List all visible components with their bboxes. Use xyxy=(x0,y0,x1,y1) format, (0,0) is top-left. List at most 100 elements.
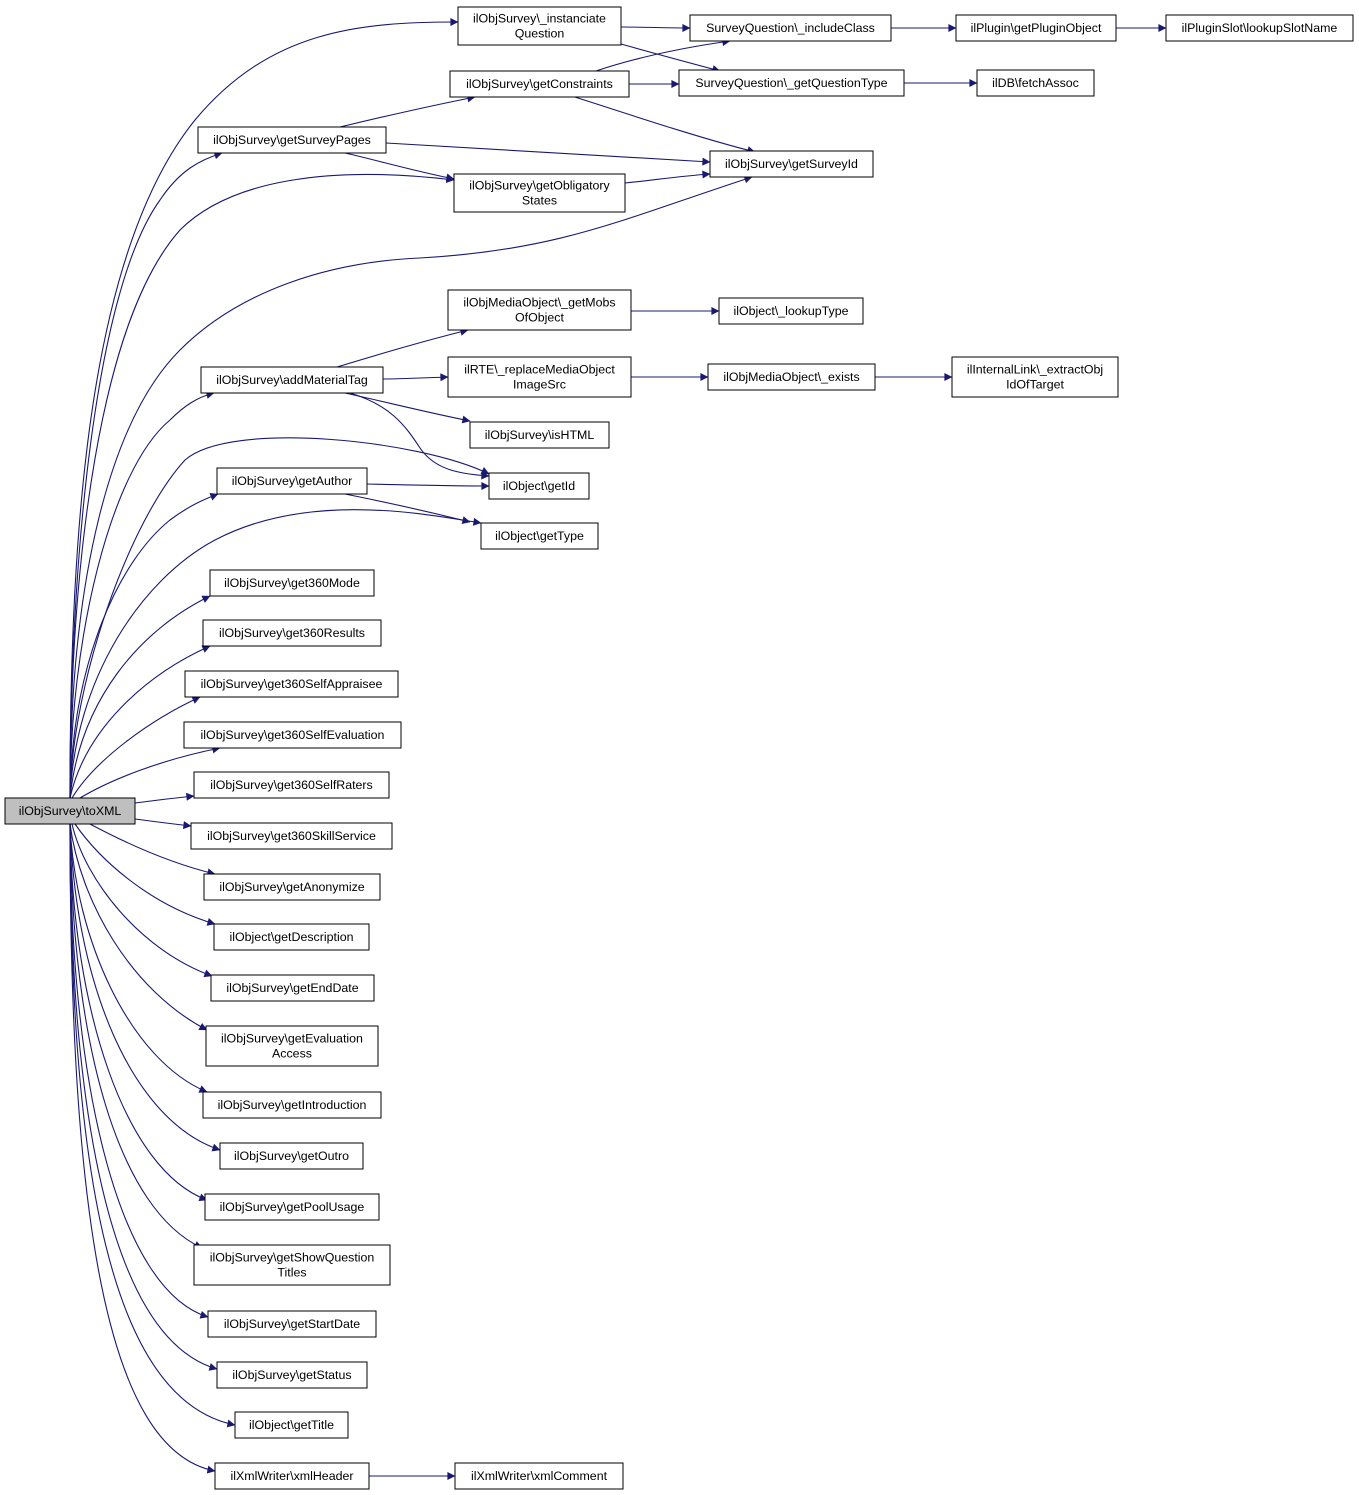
node-box-getSurveyPages xyxy=(197,126,387,154)
node-getStartDate[interactable]: ilObjSurvey\getStartDate xyxy=(207,1310,377,1338)
node-get360SelfAppraisee[interactable]: ilObjSurvey\get360SelfAppraisee xyxy=(184,670,399,698)
node-box-isHTML xyxy=(469,421,610,449)
edge-toXML-to-getStartDate xyxy=(69,823,209,1319)
edge-toXML-to-getPoolUsage xyxy=(69,823,208,1202)
node-getOutro[interactable]: ilObjSurvey\getOutro xyxy=(219,1142,364,1170)
node-getSurveyPages[interactable]: ilObjSurvey\getSurveyPages xyxy=(197,126,387,154)
edge-toXML-to-getSurveyPages xyxy=(69,151,223,799)
node-label-getAuthor-line-0: ilObjSurvey\getAuthor xyxy=(232,474,353,488)
node-getTitle[interactable]: ilObject\getTitle xyxy=(234,1411,349,1439)
node-getPoolUsage[interactable]: ilObjSurvey\getPoolUsage xyxy=(204,1193,380,1221)
node-mediaExists[interactable]: ilObjMediaObject\_exists xyxy=(707,363,876,391)
node-box-getShowQuestionTitles xyxy=(193,1244,391,1286)
node-box-lookupType xyxy=(718,297,864,325)
node-lookupSlotName[interactable]: ilPluginSlot\lookupSlotName xyxy=(1165,14,1354,42)
node-get360SelfEvaluation[interactable]: ilObjSurvey\get360SelfEvaluation xyxy=(183,721,402,749)
node-box-getPoolUsage xyxy=(204,1193,380,1221)
node-box-extractObj xyxy=(951,356,1119,398)
node-box-mediaExists xyxy=(707,363,876,391)
node-includeClass[interactable]: SurveyQuestion\_includeClass xyxy=(689,14,892,42)
node-label-isHTML-line-0: ilObjSurvey\isHTML xyxy=(485,428,595,442)
node-getSurveyId[interactable]: ilObjSurvey\getSurveyId xyxy=(709,150,874,178)
node-label-getQuestionType-line-0: SurveyQuestion\_getQuestionType xyxy=(695,76,887,90)
node-toXML[interactable]: ilObjSurvey\toXML xyxy=(4,797,136,825)
node-box-xmlComment xyxy=(454,1462,624,1490)
edge-toXML-to-getObligatoryStates xyxy=(69,173,455,799)
node-getConstraints[interactable]: ilObjSurvey\getConstraints xyxy=(449,70,630,98)
edge-toXML-to-get360Results xyxy=(69,645,211,799)
edge-getConstraints-to-getSurveyId xyxy=(574,96,756,155)
edge-getObligatoryStates-to-getSurveyId xyxy=(624,170,711,184)
edge-instanciate-to-includeClass xyxy=(620,23,691,32)
node-getDescription[interactable]: ilObject\getDescription xyxy=(213,923,370,951)
node-label-get360SelfEvaluation-line-0: ilObjSurvey\get360SelfEvaluation xyxy=(201,728,385,742)
node-get360Mode[interactable]: ilObjSurvey\get360Mode xyxy=(209,569,375,597)
node-label-getPoolUsage-line-0: ilObjSurvey\getPoolUsage xyxy=(220,1200,365,1214)
node-getQuestionType[interactable]: SurveyQuestion\_getQuestionType xyxy=(678,69,905,97)
node-getType[interactable]: ilObject\getType xyxy=(480,522,599,550)
node-box-getId xyxy=(488,472,590,500)
node-box-getAuthor xyxy=(216,467,368,495)
node-box-addMaterialTag xyxy=(200,366,384,394)
node-label-includeClass-line-0: SurveyQuestion\_includeClass xyxy=(706,21,875,35)
node-label-getType-line-0: ilObject\getType xyxy=(495,529,584,543)
node-label-get360SkillService-line-0: ilObjSurvey\get360SkillService xyxy=(207,829,376,843)
node-label-get360Mode-line-0: ilObjSurvey\get360Mode xyxy=(224,576,360,590)
node-label-extractObj-line-0: ilInternalLink\_extractObj xyxy=(967,363,1103,377)
node-getStatus[interactable]: ilObjSurvey\getStatus xyxy=(216,1361,368,1389)
node-getEndDate[interactable]: ilObjSurvey\getEndDate xyxy=(210,974,375,1002)
node-box-getStartDate xyxy=(207,1310,377,1338)
node-box-getStatus xyxy=(216,1361,368,1389)
nodes-layer: ilObjSurvey\toXML ilObjSurvey\_instanciat… xyxy=(4,6,1354,1490)
node-label-getConstraints-line-0: ilObjSurvey\getConstraints xyxy=(466,77,613,91)
node-label-getTitle-line-0: ilObject\getTitle xyxy=(249,1418,334,1432)
node-label-xmlHeader-line-0: ilXmlWriter\xmlHeader xyxy=(230,1469,353,1483)
node-box-includeClass xyxy=(689,14,892,42)
node-label-lookupType-line-0: ilObject\_lookupType xyxy=(733,304,848,318)
node-xmlComment[interactable]: ilXmlWriter\xmlComment xyxy=(454,1462,624,1490)
node-get360Results[interactable]: ilObjSurvey\get360Results xyxy=(202,619,382,647)
node-label-getMobsOfObject-line-0: ilObjMediaObject\_getMobs xyxy=(463,296,615,310)
node-box-getOutro xyxy=(219,1142,364,1170)
edge-toXML-to-getAuthor xyxy=(69,492,219,799)
edge-toXML-to-getId xyxy=(69,437,490,799)
node-box-getEvaluationAccess xyxy=(205,1025,379,1067)
node-label-get360SelfAppraisee-line-0: ilObjSurvey\get360SelfAppraisee xyxy=(201,677,383,691)
node-get360SkillService[interactable]: ilObjSurvey\get360SkillService xyxy=(190,822,393,850)
node-label-getMobsOfObject-line-1: OfObject xyxy=(515,311,564,325)
node-get360SelfRaters[interactable]: ilObjSurvey\get360SelfRaters xyxy=(193,771,390,799)
edge-toXML-to-getIntroduction xyxy=(69,823,208,1093)
node-getAnonymize[interactable]: ilObjSurvey\getAnonymize xyxy=(203,873,381,901)
node-box-getConstraints xyxy=(449,70,630,98)
node-label-getEvaluationAccess-line-0: ilObjSurvey\getEvaluation xyxy=(221,1032,363,1046)
node-getIntroduction[interactable]: ilObjSurvey\getIntroduction xyxy=(202,1091,382,1119)
node-label-getStatus-line-0: ilObjSurvey\getStatus xyxy=(232,1368,351,1382)
node-getAuthor[interactable]: ilObjSurvey\getAuthor xyxy=(216,467,368,495)
node-addMaterialTag[interactable]: ilObjSurvey\addMaterialTag xyxy=(200,366,384,394)
node-getId[interactable]: ilObject\getId xyxy=(488,472,590,500)
edge-getConstraints-to-includeClass xyxy=(595,38,731,72)
edge-toXML-to-instanciate xyxy=(69,18,459,799)
node-box-getEndDate xyxy=(210,974,375,1002)
node-lookupType[interactable]: ilObject\_lookupType xyxy=(718,297,864,325)
node-label-getIntroduction-line-0: ilObjSurvey\getIntroduction xyxy=(218,1098,367,1112)
node-getPluginObject[interactable]: ilPlugin\getPluginObject xyxy=(955,14,1117,42)
edge-toXML-to-getEvaluationAccess xyxy=(69,823,208,1031)
node-fetchAssoc[interactable]: ilDB\fetchAssoc xyxy=(976,69,1095,97)
edge-toXML-to-getDescription xyxy=(74,823,216,926)
node-box-getPluginObject xyxy=(955,14,1117,42)
node-label-getId-line-0: ilObject\getId xyxy=(503,479,575,493)
node-xmlHeader[interactable]: ilXmlWriter\xmlHeader xyxy=(214,1462,370,1490)
node-isHTML[interactable]: ilObjSurvey\isHTML xyxy=(469,421,610,449)
node-label-getObligatoryStates-line-0: ilObjSurvey\getObligatory xyxy=(469,179,610,193)
node-label-replaceMedia-line-1: ImageSrc xyxy=(513,378,566,392)
node-box-toXML xyxy=(4,797,136,825)
edge-getSurveyPages-to-getObligatoryStates xyxy=(344,152,455,182)
